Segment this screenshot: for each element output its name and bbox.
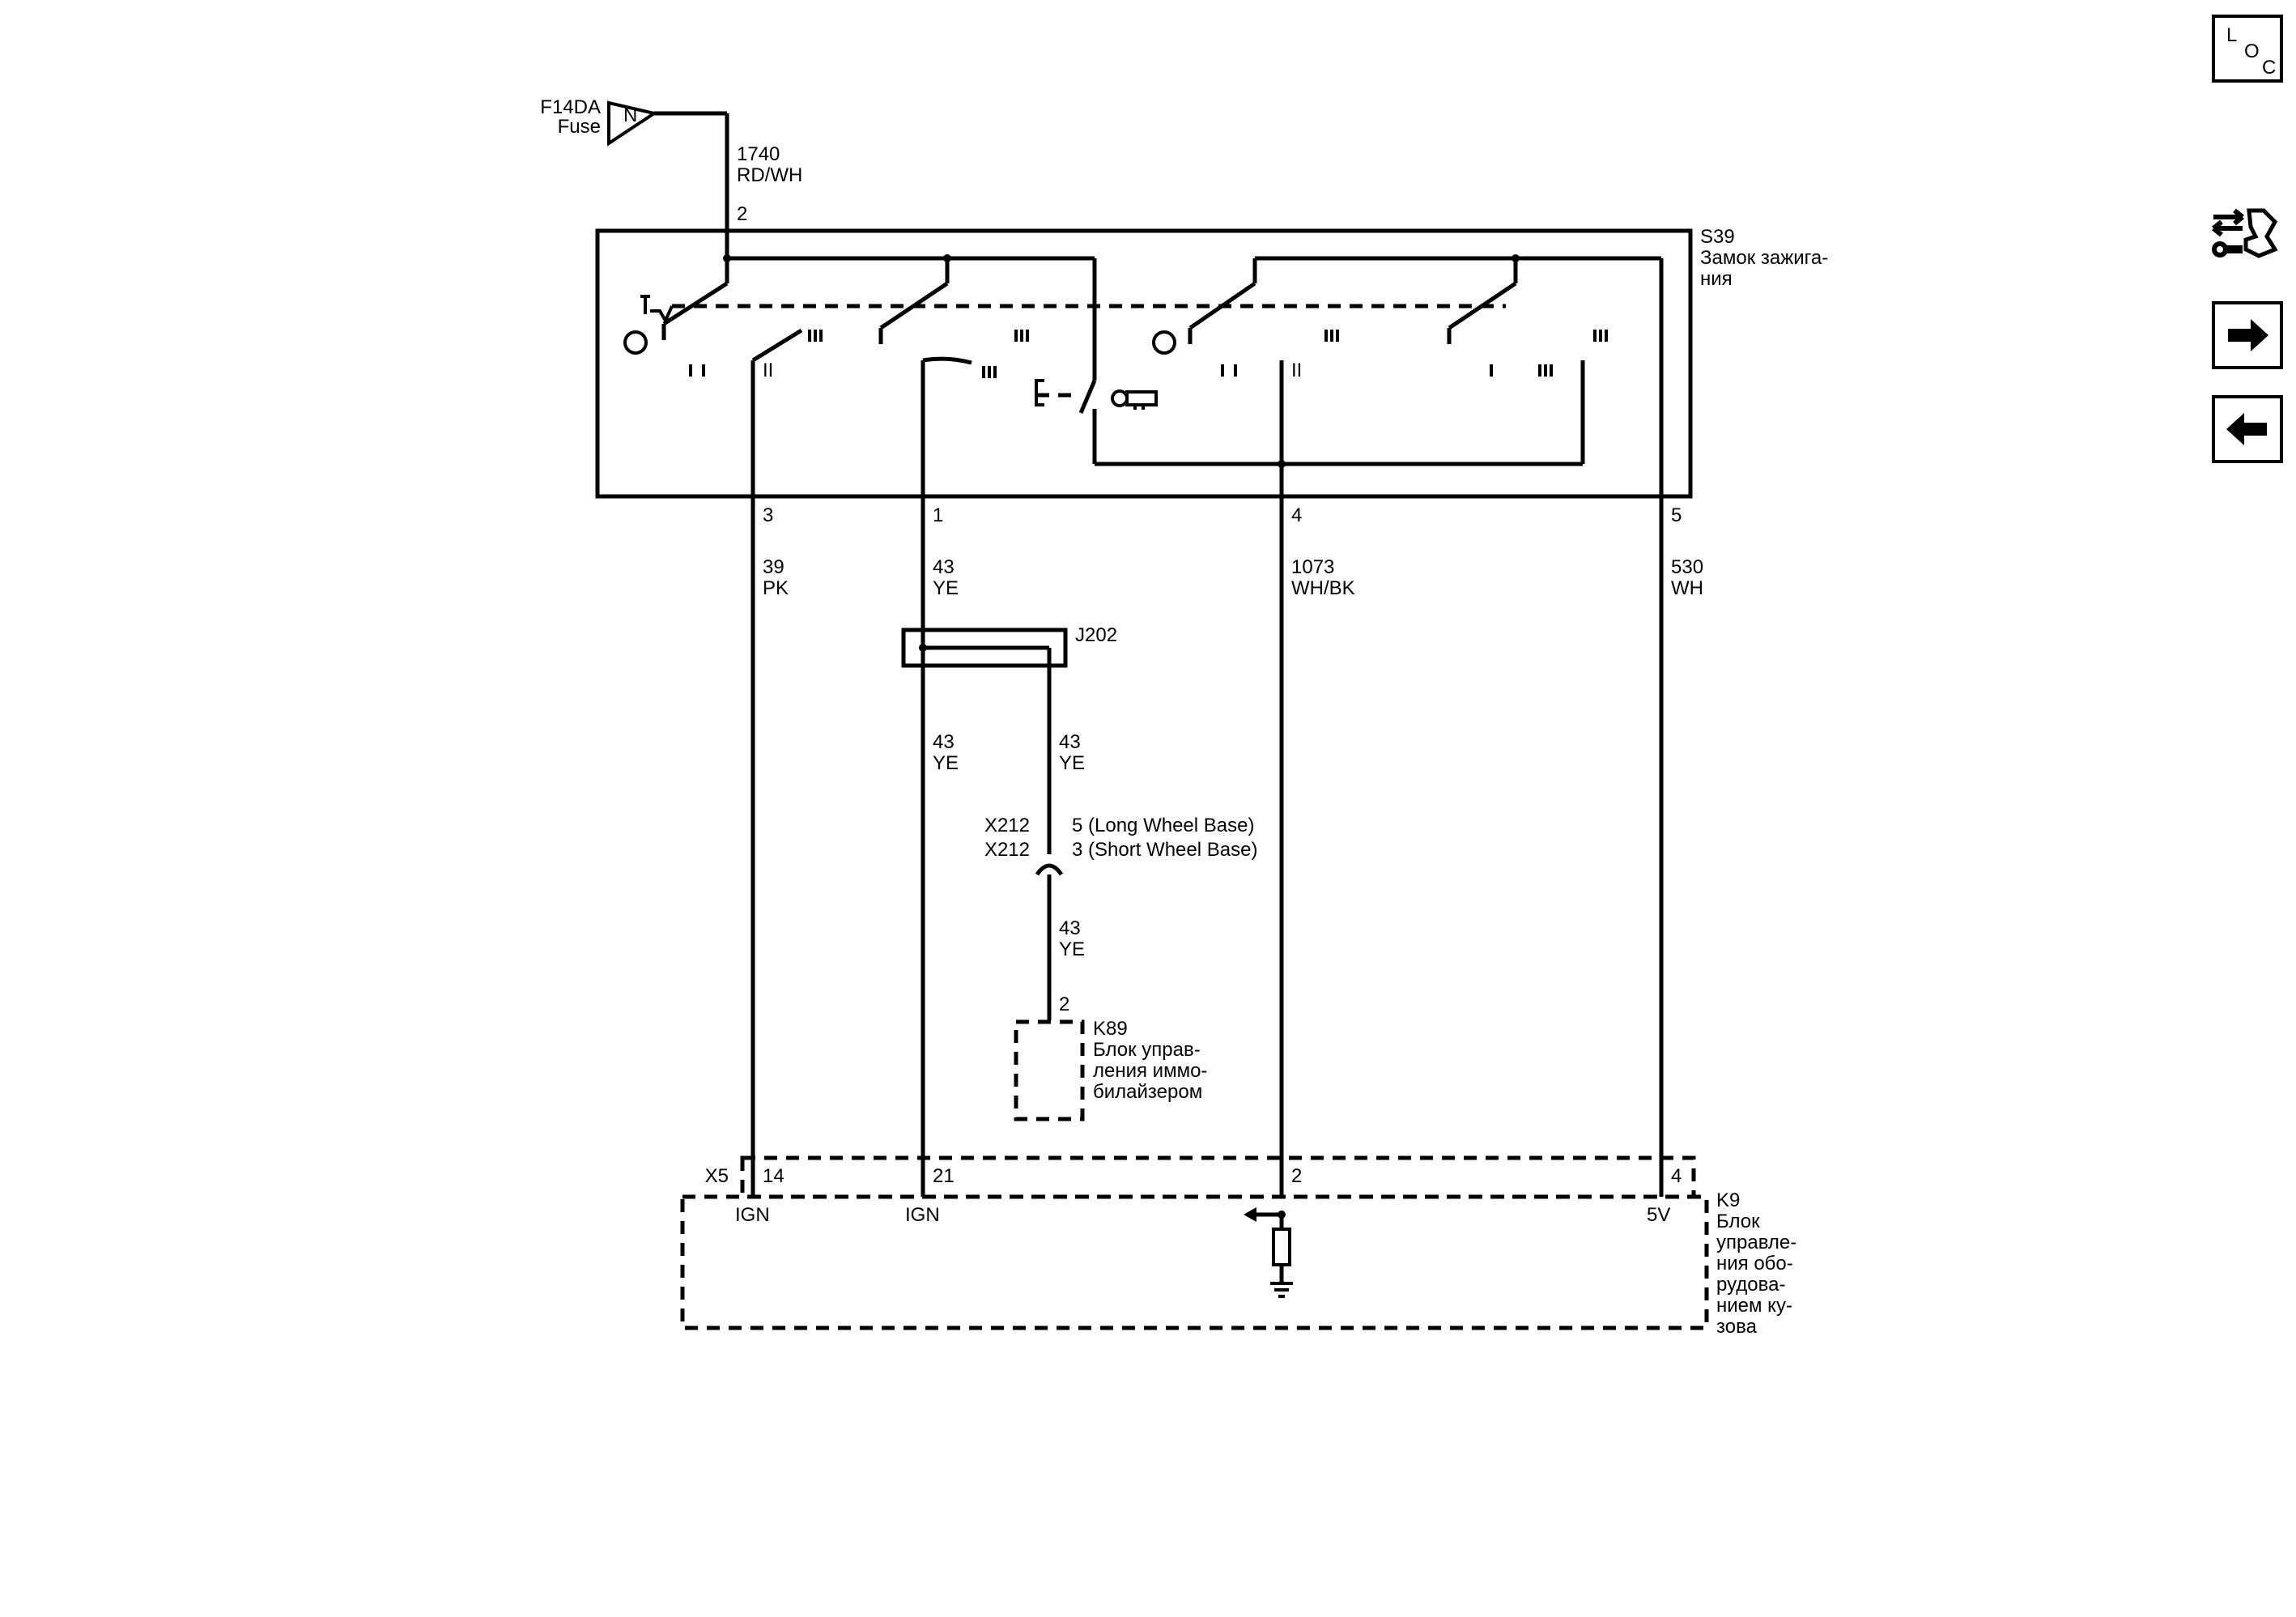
arrow-right-button[interactable] <box>2212 301 2283 369</box>
resistor-icon <box>1272 1228 1291 1266</box>
body-control-module-k9[interactable]: X5 14 21 2 4 IGN IGN 5V K9 Блок управле-… <box>680 1155 1796 1338</box>
wire-39-number: 39 <box>763 556 784 578</box>
bcm-name-3: ния обо- <box>1716 1253 1793 1274</box>
bcm-name-5: нием ку- <box>1716 1295 1792 1317</box>
x212-wire-number: 43 <box>1059 917 1081 939</box>
lamp-icon <box>623 330 648 355</box>
arrow-left-button[interactable] <box>2212 395 2283 463</box>
loc-o: O <box>2244 40 2260 62</box>
x212-id-a: X212 <box>984 815 1030 836</box>
bcm-name-6: зова <box>1716 1316 1758 1338</box>
bcm-name-1: Блок <box>1716 1211 1760 1232</box>
wire-1073-color: WH/BK <box>1291 577 1355 599</box>
key-icon <box>1111 389 1158 410</box>
bcm-signal-5v: 5V <box>1647 1204 1670 1226</box>
switch-id: S39 <box>1700 226 1735 248</box>
bcm-signal-ign-2: IGN <box>905 1204 940 1226</box>
bcm-pin-4: 4 <box>1671 1165 1682 1187</box>
splice-left-color: YE <box>933 752 959 774</box>
wire-39-color: PK <box>763 577 789 599</box>
loc-icon[interactable]: L O C <box>2212 15 2283 83</box>
k89-name-3: билайзером <box>1093 1081 1202 1103</box>
wire-530-color: WH <box>1671 577 1703 599</box>
fuse-label: Fuse <box>558 116 601 138</box>
arrow-left-icon <box>2226 413 2267 445</box>
splice-j202[interactable]: J202 <box>901 624 1117 854</box>
bcm-pin-2: 2 <box>1291 1165 1302 1187</box>
pin-4: 4 <box>1291 504 1302 526</box>
bcm-name-4: рудова- <box>1716 1274 1785 1296</box>
x212-pin-b: 3 (Short Wheel Base) <box>1072 839 1257 861</box>
pin-1: 1 <box>933 504 943 526</box>
arrow-right-icon <box>2228 319 2268 351</box>
connector-x212[interactable] <box>1035 863 1064 1020</box>
fuse-name: F14DA <box>540 96 601 118</box>
lamp-icon-2 <box>1152 330 1176 355</box>
k89-name-2: ления иммо- <box>1093 1060 1207 1082</box>
wire-530-number: 530 <box>1671 556 1703 578</box>
switch-name-1: Замок зажига- <box>1700 247 1828 269</box>
fuse-f14da[interactable]: N F14DA Fuse <box>540 96 727 147</box>
svg-text:II: II <box>1291 360 1302 381</box>
ground-icon <box>1270 1282 1293 1298</box>
actuator-icon <box>640 295 674 325</box>
splice-left-number: 43 <box>933 731 955 753</box>
loc-l: L <box>2226 24 2238 46</box>
bcm-pin-14: 14 <box>763 1165 784 1187</box>
wire-1073-number: 1073 <box>1291 556 1334 578</box>
connector-tool-icon[interactable] <box>2210 204 2291 285</box>
bcm-name-2: управле- <box>1716 1232 1796 1253</box>
feed-wire-color: RD/WH <box>737 164 802 186</box>
splice-id: J202 <box>1075 624 1117 646</box>
loc-c: C <box>2262 57 2277 79</box>
feed-wire-pin: 2 <box>737 203 747 225</box>
k89-id: K89 <box>1093 1018 1128 1040</box>
k89-name-1: Блок управ- <box>1093 1039 1201 1061</box>
pin-5: 5 <box>1671 504 1682 526</box>
ignition-switch-s39[interactable]: S39 Замок зажига- ния II <box>595 226 1828 1197</box>
bcm-id: K9 <box>1716 1189 1740 1211</box>
switch-name-2: ния <box>1700 268 1733 290</box>
svg-text:II: II <box>763 360 773 381</box>
immobilizer-k89[interactable]: 2 K89 Блок управ- ления иммо- билайзером <box>1014 994 1207 1121</box>
x212-wire-color: YE <box>1059 938 1085 960</box>
k89-pin: 2 <box>1059 994 1069 1015</box>
connector-x5 <box>740 1155 1696 1199</box>
wire-43-color: YE <box>933 577 959 599</box>
wire-43-number: 43 <box>933 556 955 578</box>
x5-id: X5 <box>705 1165 729 1187</box>
x212-id-b: X212 <box>984 839 1030 861</box>
splice-right-number: 43 <box>1059 731 1081 753</box>
x212-pin-a: 5 (Long Wheel Base) <box>1072 815 1254 836</box>
splice-right-color: YE <box>1059 752 1085 774</box>
bcm-pin-21: 21 <box>933 1165 955 1187</box>
pin-3: 3 <box>763 504 773 526</box>
feed-wire-number: 1740 <box>737 143 780 165</box>
fuse-glyph: N <box>623 104 637 126</box>
bcm-signal-ign-1: IGN <box>735 1204 770 1226</box>
